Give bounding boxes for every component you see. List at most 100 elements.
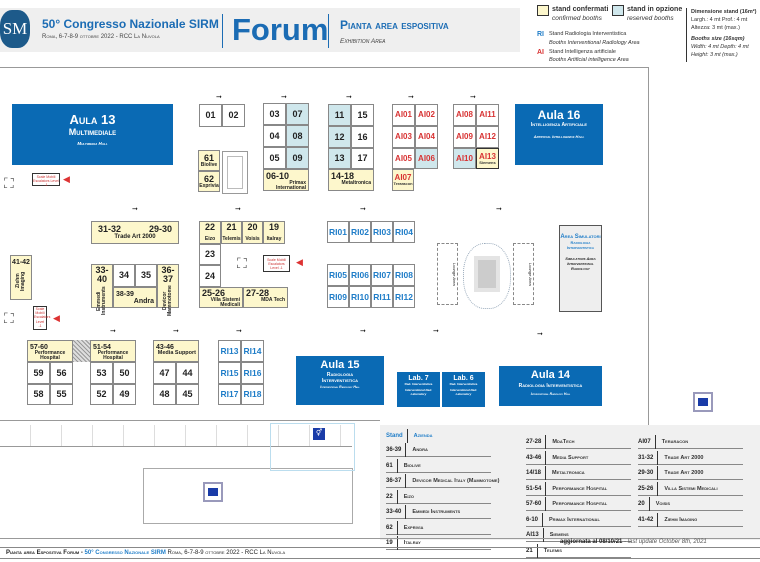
stand-ai01[interactable]: AI01 [392,104,415,126]
stand-07[interactable]: 07 [286,103,309,125]
stand-ri04[interactable]: RI04 [393,221,415,243]
aula-14[interactable]: Aula 14 Radiologia Interventistica Inter… [499,366,602,406]
stand-ri17[interactable]: RI17 [218,384,241,405]
stand-55[interactable]: 55 [50,384,73,405]
legend-divider [686,8,687,62]
stand-50[interactable]: 50 [113,362,136,384]
lab-7[interactable]: Lab. 7 Rad. Interventistica Intervention… [397,372,440,407]
stand-23[interactable]: 23 [199,244,221,265]
stand-49[interactable]: 49 [113,384,136,405]
stand-59[interactable]: 59 [27,362,50,384]
stand-34[interactable]: 34 [113,264,135,287]
stand-ri06[interactable]: RI06 [349,264,371,286]
stand-ri08[interactable]: RI08 [393,264,415,286]
stand-ai09[interactable]: AI09 [453,126,476,148]
hall-en: Multimedia Hall [77,141,108,146]
stand-ai02[interactable]: AI02 [415,104,438,126]
stand-ri01[interactable]: RI01 [327,221,349,243]
hall-subtitle: Radiologia Interventistica [322,372,358,384]
stand-17[interactable]: 17 [351,148,374,169]
stand-company: Andra [133,298,154,305]
stand-01[interactable]: 01 [199,104,222,127]
stand-number: 38-39 [116,291,134,298]
stand-ri14[interactable]: RI14 [241,340,264,362]
updated-en: - last update October 8th, 2021 [622,539,707,545]
stand-ai04[interactable]: AI04 [415,126,438,148]
stand-11[interactable]: 11 [328,104,351,126]
stand-ai03[interactable]: AI03 [392,126,415,148]
stand-ai05[interactable]: AI05 [392,148,415,169]
stand-company: Performance Hospital [34,350,66,361]
flow-arrow-icon: ➞ [360,328,366,335]
stand-35[interactable]: 35 [135,264,157,287]
stand-09[interactable]: 09 [286,147,309,169]
stand-ri18[interactable]: RI18 [241,384,264,405]
stand-05[interactable]: 05 [263,147,286,169]
stand-ri09[interactable]: RI09 [327,286,349,308]
stand-ai11[interactable]: AI11 [476,104,499,126]
aula-13[interactable]: Aula 13 Multimediale Multimedia Hall [12,104,173,165]
stand-08[interactable]: 08 [286,125,309,147]
stand-ri02[interactable]: RI02 [349,221,371,243]
stand-02[interactable]: 02 [222,104,245,127]
flow-arrow-icon: ➞ [346,94,352,101]
stand-ri13[interactable]: RI13 [218,340,241,362]
stand-ri03[interactable]: RI03 [371,221,393,243]
simulators-area[interactable]: Area Simulatori Radiologia Interventisti… [559,225,602,312]
stand-ri12[interactable]: RI12 [393,286,415,308]
stand-04[interactable]: 04 [263,125,286,147]
stand-15[interactable]: 15 [351,104,374,126]
aula-15[interactable]: Aula 15 Radiologia Interventistica Inter… [296,356,384,405]
stand-47[interactable]: 47 [153,362,176,384]
stand-24[interactable]: 24 [199,265,221,287]
stand-53[interactable]: 53 [90,362,113,384]
stand-45[interactable]: 45 [176,384,199,405]
stand-44[interactable]: 44 [176,362,199,384]
stand-ri11[interactable]: RI11 [371,286,393,308]
stand-58[interactable]: 58 [27,384,50,405]
stand-12[interactable]: 12 [328,126,351,148]
stand-ri15[interactable]: RI15 [218,362,241,384]
stand-ai08[interactable]: AI08 [453,104,476,126]
stand-52[interactable]: 52 [90,384,113,405]
stand-ai06[interactable]: AI06 [415,148,438,169]
aula-16[interactable]: Aula 16 Intelligenza Artificiale Artific… [515,104,603,165]
hall-title: Aula 16 [537,108,581,122]
stand-48[interactable]: 48 [153,384,176,405]
stand-ri16[interactable]: RI16 [241,362,264,384]
lab-6[interactable]: Lab. 6 Rad. Interventistica Intervention… [442,372,485,407]
stand-03[interactable]: 03 [263,103,286,125]
stand-16[interactable]: 16 [351,126,374,148]
stand-number: 57-60 [30,344,48,351]
stand-ri07[interactable]: RI07 [371,264,393,286]
stand-ri10[interactable]: RI10 [349,286,371,308]
stand-56[interactable]: 56 [50,362,73,384]
stand-ai10[interactable]: AI10 [453,148,476,169]
stand-ri05[interactable]: RI05 [327,264,349,286]
stand-company: Eizo [204,236,216,242]
stand-ai12[interactable]: AI12 [476,126,499,148]
stand-13[interactable]: 13 [328,148,351,169]
